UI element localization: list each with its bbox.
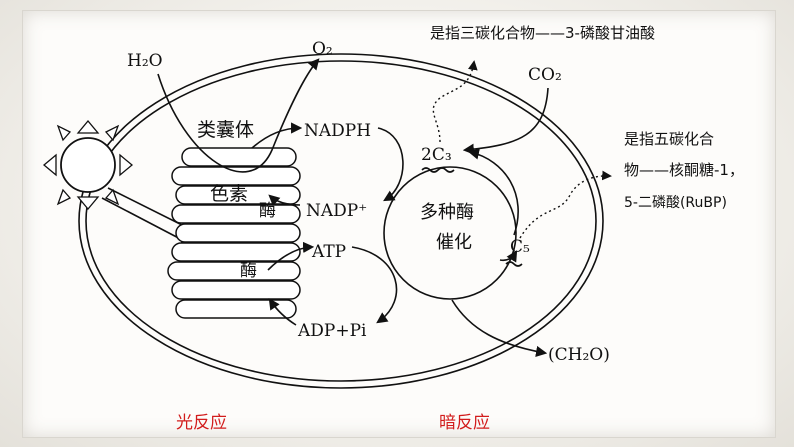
nadph-label: NADPH — [304, 121, 371, 141]
atp-to-cycle-arrow — [351, 246, 398, 324]
c5-to-c3-arrow — [467, 148, 519, 236]
c5-note-line-3: 5-二磷酸(RuBP) — [624, 195, 727, 211]
catalysis-label: 催化 — [436, 232, 472, 253]
c5-label: C₅ — [510, 237, 530, 257]
ch2o-label: (CH₂O) — [548, 345, 610, 365]
o2-label: O₂ — [312, 39, 333, 59]
nadp-label: NADP⁺ — [306, 201, 367, 221]
adp-pi-label: ADP+Pi — [297, 321, 367, 341]
atp-label: ATP — [311, 242, 346, 262]
light-reaction-label: 光反应 — [176, 413, 227, 433]
co2-arrow — [462, 87, 549, 155]
adp-return-arrow — [268, 298, 297, 326]
co2-label: CO₂ — [528, 65, 562, 85]
dark-reaction-label: 暗反应 — [439, 413, 490, 433]
nadph-arrow — [251, 122, 303, 149]
thylakoid-label: 类囊体 — [197, 119, 254, 141]
c3-note-pointer — [432, 60, 478, 143]
c5-wavy-mark — [505, 261, 523, 267]
thylakoid-stack — [167, 147, 301, 319]
nadp-arrow — [268, 194, 301, 207]
water-to-oxygen-arrow — [157, 58, 320, 173]
pigment-label: 色素 — [210, 183, 248, 205]
c3-label: 2C₃ — [421, 145, 452, 165]
product-arrow — [451, 299, 548, 357]
nadph-to-c3-arrow — [377, 127, 404, 202]
enzyme-label-1: 酶 — [259, 201, 276, 221]
slide-frame — [22, 10, 776, 438]
sun-icon — [42, 119, 134, 211]
c5-note-line-2: 物——核酮糖-1， — [624, 161, 744, 179]
c3-note: 是指三碳化合物——3-磷酸甘油酸 — [430, 24, 655, 42]
c3-wavy-mark — [421, 167, 455, 173]
calvin-cycle-circle — [383, 166, 517, 300]
h2o-label: H₂O — [127, 51, 163, 71]
enzyme-label-2: 酶 — [240, 261, 257, 281]
atp-arrow — [267, 241, 315, 271]
c5-note-line-1: 是指五碳化合 — [624, 130, 714, 148]
multi-enzyme-label: 多种酶 — [420, 202, 474, 223]
chloroplast-outline — [78, 53, 604, 389]
cycle-to-c5-arrow — [499, 250, 518, 263]
